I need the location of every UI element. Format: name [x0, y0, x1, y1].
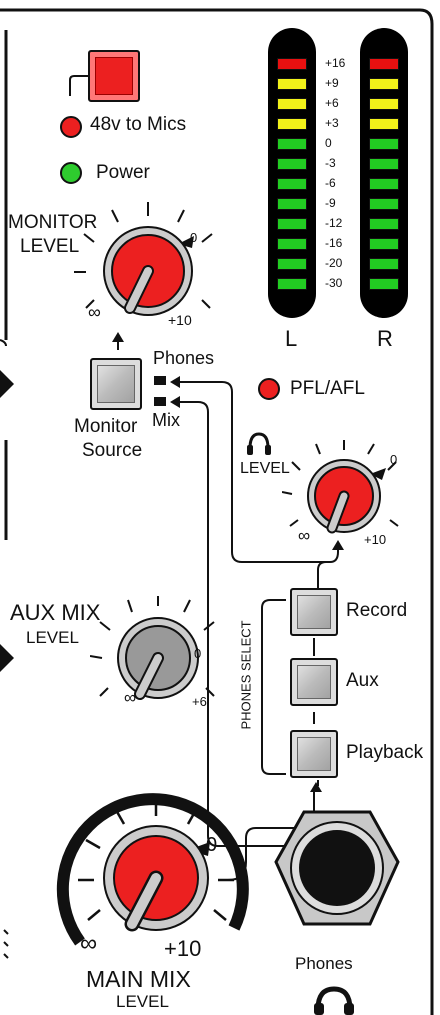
meter-segment	[369, 78, 399, 90]
meter-right-label: R	[377, 326, 393, 352]
meter-segment	[369, 178, 399, 190]
record-label: Record	[346, 600, 407, 622]
meter-segment	[369, 98, 399, 110]
main-mix-max: +10	[164, 936, 201, 962]
meter-scale-label: -20	[325, 256, 342, 270]
phones-jack[interactable]	[272, 808, 402, 938]
meter-scale-label: +3	[325, 116, 339, 130]
aux-mix-label-1: AUX MIX	[10, 600, 100, 626]
monitor-source-phones-label: Phones	[153, 348, 214, 369]
phones-indicator-icon	[154, 376, 166, 385]
monitor-level-min: ∞	[88, 302, 101, 323]
meter-segment	[369, 198, 399, 210]
meter-scale-label: -3	[325, 156, 336, 170]
meter-left	[268, 28, 316, 318]
aux-label: Aux	[346, 670, 379, 692]
phantom-led	[60, 116, 82, 138]
meter-scale-label: +6	[325, 96, 339, 110]
phantom-label: 48v to Mics	[90, 114, 186, 136]
monitor-source-label-1: Monitor	[74, 416, 137, 438]
meter-scale-label: 0	[325, 136, 332, 150]
meter-segment	[369, 218, 399, 230]
mix-indicator-icon	[154, 397, 166, 406]
playback-label: Playback	[346, 742, 423, 764]
meter-segment	[369, 58, 399, 70]
arrow-up-icon	[108, 330, 128, 352]
meter-segment	[369, 118, 399, 130]
meter-segment	[277, 238, 307, 250]
meter-scale-label: -6	[325, 176, 336, 190]
meter-scale-label: -30	[325, 276, 342, 290]
meter-scale-label: +16	[325, 56, 345, 70]
pfl-afl-led	[258, 378, 280, 400]
meter-scale-label: -12	[325, 216, 342, 230]
phones-select-label: PHONES SELECT	[239, 630, 254, 730]
monitor-level-zero: 0	[190, 230, 197, 245]
main-mix-label-1: MAIN MIX	[86, 966, 191, 993]
meter-segment	[277, 118, 307, 130]
meter-segment	[277, 178, 307, 190]
meter-segment	[369, 238, 399, 250]
meter-scale-label: +9	[325, 76, 339, 90]
meter-segment	[369, 258, 399, 270]
pfl-afl-label: PFL/AFL	[290, 378, 365, 400]
meter-right	[360, 28, 408, 318]
main-mix-knob[interactable]	[52, 778, 262, 948]
select-link-2	[313, 712, 315, 724]
monitor-level-max: +10	[168, 312, 192, 328]
meter-segment	[277, 258, 307, 270]
main-mix-zero: 0	[206, 834, 217, 857]
aux-button[interactable]	[290, 658, 338, 706]
phones-level-min: ∞	[298, 526, 310, 546]
phones-level-zero: 0	[390, 452, 397, 467]
meter-scale-label: -9	[325, 196, 336, 210]
power-label: Power	[96, 162, 150, 184]
monitor-source-mix-label: Mix	[152, 410, 180, 431]
record-button[interactable]	[290, 588, 338, 636]
playback-button[interactable]	[290, 730, 338, 778]
phones-level-max: +10	[364, 532, 386, 547]
monitor-source-label-2: Source	[82, 440, 142, 462]
meter-segment	[277, 218, 307, 230]
main-mix-min: ∞	[80, 930, 97, 958]
meter-segment	[369, 158, 399, 170]
monitor-source-button[interactable]	[90, 358, 142, 410]
meter-segment	[369, 278, 399, 290]
power-led	[60, 162, 82, 184]
aux-mix-min: ∞	[124, 688, 136, 708]
meter-segment	[277, 58, 307, 70]
select-link-1	[313, 638, 315, 656]
meter-segment	[277, 158, 307, 170]
meter-left-label: L	[285, 326, 297, 352]
aux-mix-zero: 0	[194, 646, 201, 661]
meter-segment	[277, 98, 307, 110]
meter-segment	[277, 198, 307, 210]
headphones-icon	[246, 432, 272, 456]
aux-mix-label-2: LEVEL	[26, 628, 79, 648]
meter-segment	[277, 138, 307, 150]
meter-segment	[369, 138, 399, 150]
phantom-bracket	[66, 72, 96, 102]
aux-mix-max: +6	[192, 694, 207, 709]
main-mix-label-2: LEVEL	[116, 992, 169, 1012]
phones-jack-label: Phones	[295, 954, 353, 974]
meter-segment	[277, 78, 307, 90]
headphones-icon	[312, 985, 356, 1015]
meter-segment	[277, 278, 307, 290]
meter-scale-label: -16	[325, 236, 342, 250]
